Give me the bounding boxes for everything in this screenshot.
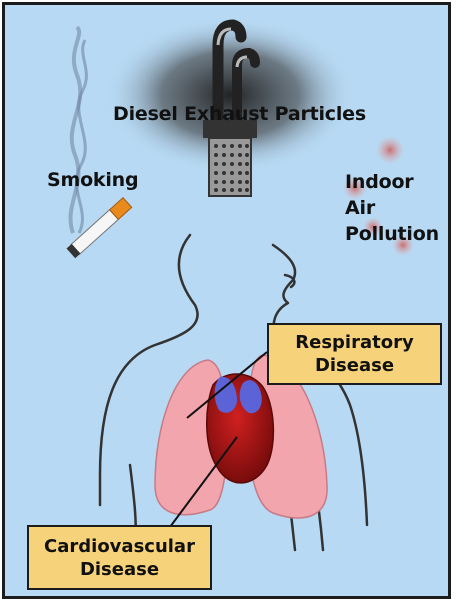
diagram-frame: Diesel Exhaust Particles Smoking Indoor … xyxy=(2,2,451,599)
label-indoor-line1: Indoor xyxy=(345,169,451,195)
cardiovascular-disease-box: Cardiovascular Disease xyxy=(27,525,212,590)
heart-icon xyxy=(207,374,274,483)
cigarette-icon xyxy=(67,198,132,259)
respiratory-line2: Disease xyxy=(295,354,413,377)
cardio-line2: Disease xyxy=(44,558,195,581)
respiratory-disease-box: Respiratory Disease xyxy=(267,323,442,385)
cardio-line1: Cardiovascular xyxy=(44,535,195,558)
respiratory-line1: Respiratory xyxy=(295,331,413,354)
label-diesel-exhaust: Diesel Exhaust Particles xyxy=(113,103,366,125)
label-indoor-air-pollution: Indoor Air Pollution xyxy=(345,169,451,247)
illustration xyxy=(5,5,451,599)
label-smoking: Smoking xyxy=(47,169,138,191)
smoke-wisp-2 xyxy=(76,40,86,233)
label-indoor-line2: Air Pollution xyxy=(345,195,451,247)
